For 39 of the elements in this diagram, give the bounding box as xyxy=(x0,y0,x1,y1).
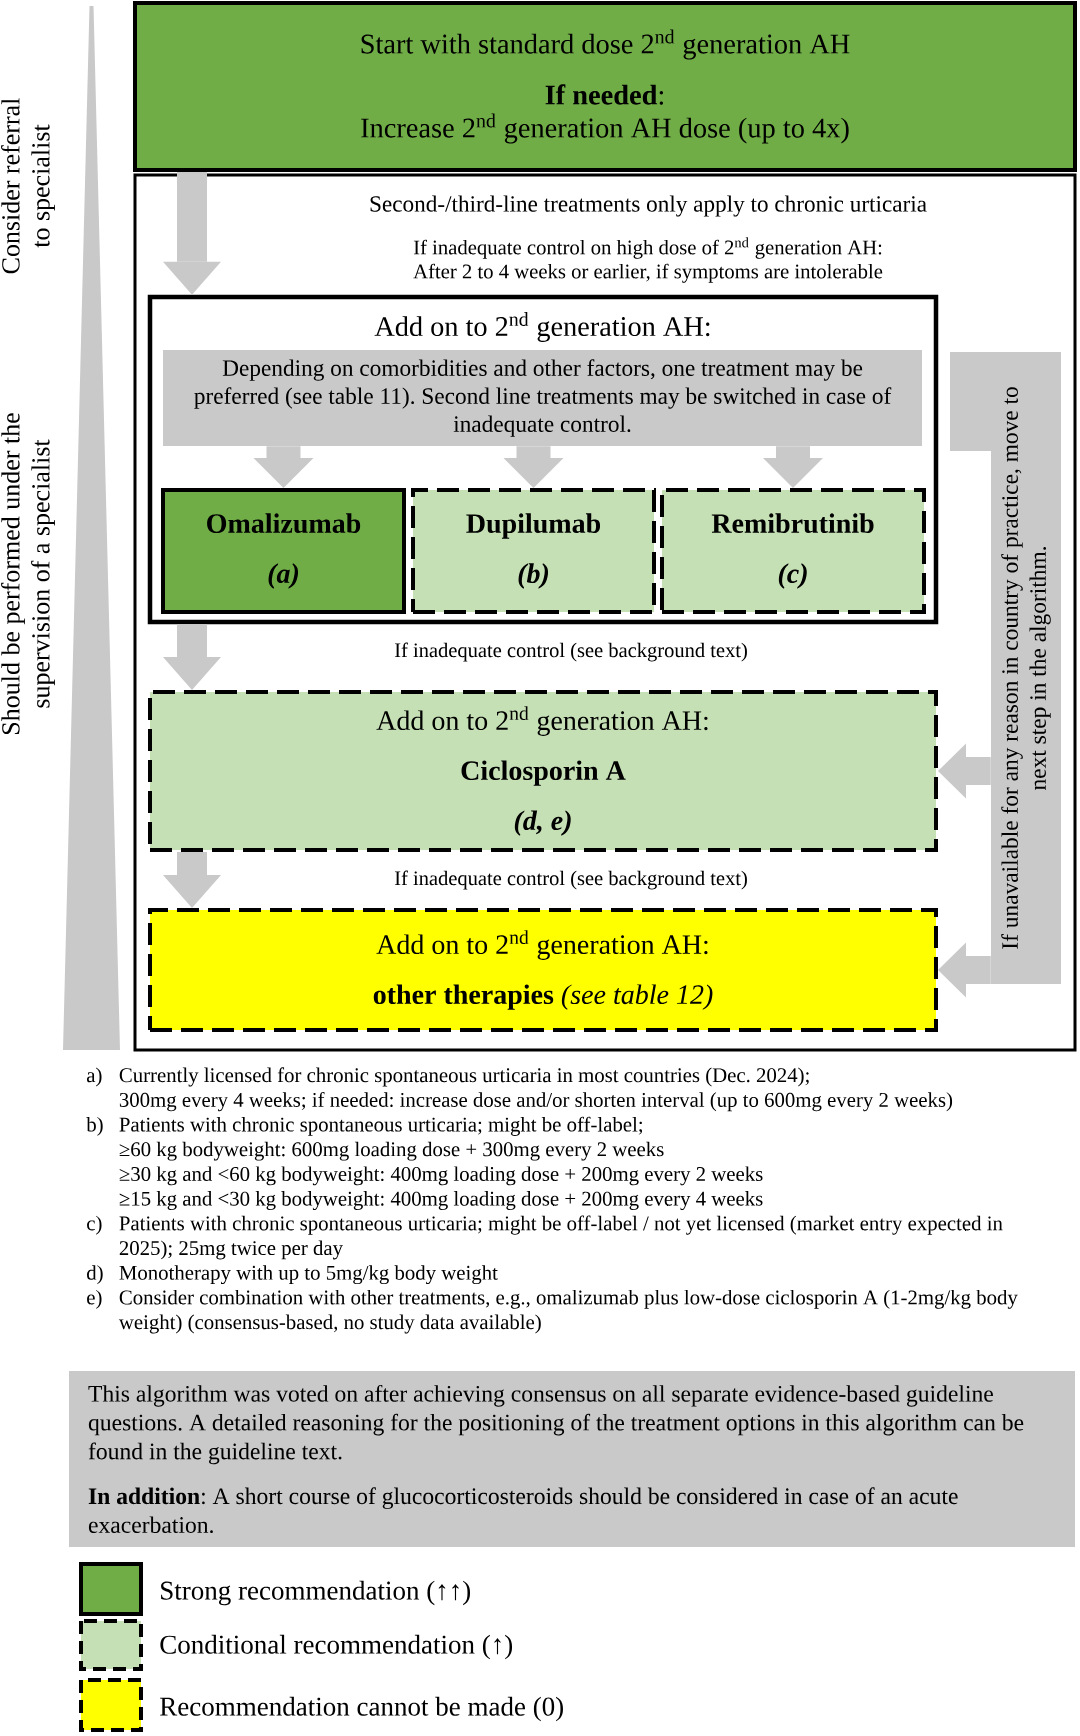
footnote-text: Consider combination with other treatments, e.g., omalizumab plus low-dose ciclosporin A (1-2mg/kg body weight) (consensus-based, no study data available) xyxy=(118,1289,1018,1334)
side-note: Consider referral to specialist xyxy=(1,98,55,274)
footnote-text: ≥60 kg bodyweight: 600mg loading dose + 300mg every 2 weeks xyxy=(119,1141,664,1161)
footnote-marker: d) xyxy=(87,1265,103,1285)
arrow xyxy=(163,852,221,908)
drug-box: Omalizumab (a) xyxy=(161,488,406,614)
tapered-wedge xyxy=(63,6,120,1050)
arrow xyxy=(503,446,564,488)
arrow xyxy=(253,446,314,488)
legend-text: Conditional recommendation (↑) xyxy=(160,1634,513,1660)
footnote-text: Patients with chronic spontaneous urticaria; might be off-label; xyxy=(119,1116,642,1136)
legend-text: Strong recommendation (↑↑) xyxy=(161,1580,471,1606)
side-note: Should be performed under the supervision of a specialist xyxy=(1,413,55,734)
legend-text: Recommendation cannot be made (0) xyxy=(160,1696,563,1722)
transition-note: If inadequate control (see background text) xyxy=(394,642,747,662)
footnote-marker: b) xyxy=(86,1117,103,1136)
drug-box: Remibrutinib (c) xyxy=(660,488,926,614)
treatment-step-box: Start with standard dose 2$^{nd}$ generation AH If needed: Increase 2$^{nd}$ generation AH dose (up to 4x) xyxy=(133,1,1077,172)
note-banner: Depending on comorbidities and other factors, one treatment may be preferred (see table 11). Second line treatments may be switched in case of inadequate control. xyxy=(163,350,922,446)
footnote-text: Patients with chronic spontaneous urticaria; might be off-label / not yet licensed (market entry expected in 2025); 25mg twice per day xyxy=(119,1215,1003,1260)
transition-note: If inadequate control (see background text) xyxy=(394,870,747,890)
footnote-marker: c) xyxy=(87,1215,102,1235)
arrow xyxy=(763,446,823,488)
arrow xyxy=(938,743,991,799)
treatment-step-box: Add on to 2$^{nd}$ generation AH: other therapies (see table 12) xyxy=(148,908,938,1032)
footnote-text: Monotherapy with up to 5mg/kg body weight xyxy=(119,1265,498,1285)
footnote-marker: e) xyxy=(87,1289,102,1309)
arrow xyxy=(163,624,221,690)
treatment-step-box: Add on to 2$^{nd}$ generation AH: Ciclosporin A (d, e) xyxy=(148,690,938,852)
footnote-marker: a) xyxy=(87,1067,102,1087)
footnote-text: Currently licensed for chronic spontaneous urticaria in most countries (Dec. 2024); xyxy=(119,1067,809,1087)
footnote-text: 300mg every 4 weeks; if needed: increase dose and/or shorten interval (up to 600mg every 2 weeks) xyxy=(119,1092,953,1112)
side-band: If unavailable for any reason in country of practice, move to next step in the algorithm. xyxy=(950,352,1061,984)
note-box: This algorithm was voted on after achieving consensus on all separate evidence-based guideline questions. A detailed reasoning for the positioning of the treatment options in this algorithm can be found in the guideline text. In addition: A short course of glucocorticosteroids should be considered in case of an acute exacerbation. xyxy=(69,1371,1075,1547)
arrow xyxy=(163,172,221,295)
drug-box: Dupilumab (b) xyxy=(411,488,656,614)
footnote-text: ≥15 kg and <30 kg bodyweight: 400mg loading dose + 200mg every 4 weeks xyxy=(119,1191,763,1210)
footnote-text: ≥30 kg and <60 kg bodyweight: 400mg loading dose + 200mg every 2 weeks xyxy=(119,1166,763,1186)
arrow xyxy=(938,942,991,998)
